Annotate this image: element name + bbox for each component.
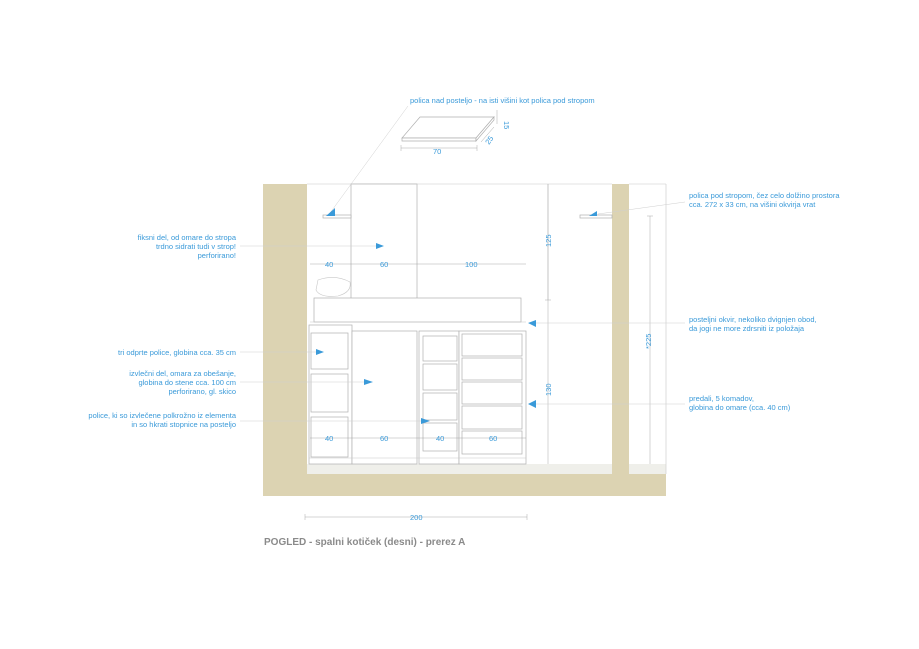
- dim-upper-left: 40: [325, 260, 333, 269]
- note-fixed-3: perforirano!: [198, 251, 236, 260]
- note-pullout-3: perforirano, gl. skico: [168, 387, 236, 396]
- dim-lower-2: 60: [380, 434, 388, 443]
- dim-shelf-depth: 25: [483, 134, 495, 146]
- arrow-fixed-icon: [376, 243, 384, 249]
- dim-lower-3: 40: [436, 434, 444, 443]
- note-bed-1: posteljni okvir, nekoliko dvignjen obod,: [689, 315, 817, 324]
- arrow-drawers-icon: [528, 400, 536, 408]
- note-pullout-1: izvlečni del, omara za obešanje,: [129, 369, 236, 378]
- arrow-ceiling-icon: [589, 211, 597, 216]
- arrow-pullout-icon: [364, 379, 373, 385]
- note-ceiling-1: polica pod stropom, čez celo dolžino pro…: [689, 191, 840, 200]
- dim-shelf-height: 15: [502, 121, 511, 129]
- note-drawers-2: globina do omare (cca. 40 cm): [689, 403, 791, 412]
- arrow-bed-icon: [528, 320, 536, 327]
- note-fixed-2: trdno sidrati tudi v strop!: [156, 242, 236, 251]
- note-bed-2: da jogi ne more zdrsniti iz položaja: [689, 324, 805, 333]
- dim-lower-height: 130: [544, 383, 553, 396]
- dim-total-height: *225: [644, 334, 653, 349]
- note-drawers-1: predali, 5 komadov,: [689, 394, 754, 403]
- note-fixed-1: fiksni del, od omare do stropa: [138, 233, 237, 242]
- dimension-lines: [304, 184, 653, 520]
- lower-cabinets: [308, 324, 527, 465]
- note-ceiling-2: cca. 272 x 33 cm, na višini okvirja vrat: [689, 200, 816, 209]
- note-pullout-2: globina do stene cca. 100 cm: [138, 378, 236, 387]
- arrow-stairs-icon: [421, 418, 430, 424]
- upper-cabinets: [310, 183, 613, 323]
- dim-upper-right: 100: [465, 260, 478, 269]
- note-shelf-above-bed: polica nad posteljo - na isti višini kot…: [410, 96, 595, 105]
- arrow-shelf-icon: [326, 208, 335, 216]
- dim-shelf-width: 70: [433, 147, 441, 156]
- dim-total-width: 200: [410, 513, 423, 522]
- note-open-shelves: tri odprte police, globina cca. 35 cm: [118, 348, 236, 357]
- dim-lower-4: 60: [489, 434, 497, 443]
- drawing-caption: POGLED - spalni kotiček (desni) - prerez…: [264, 537, 465, 548]
- walls: [263, 184, 666, 496]
- arrow-markers: [316, 208, 597, 424]
- note-stairs-1: police, ki so izvlečene polkrožno iz ele…: [88, 411, 236, 420]
- dim-upper-mid: 60: [380, 260, 388, 269]
- leader-lines: [240, 105, 686, 422]
- dim-lower-1: 40: [325, 434, 333, 443]
- shelf-sketch: [400, 110, 498, 151]
- arrow-open-icon: [316, 349, 324, 355]
- note-stairs-2: in so hkrati stopnice na posteljo: [131, 420, 236, 429]
- dim-upper-height: 125: [544, 234, 553, 247]
